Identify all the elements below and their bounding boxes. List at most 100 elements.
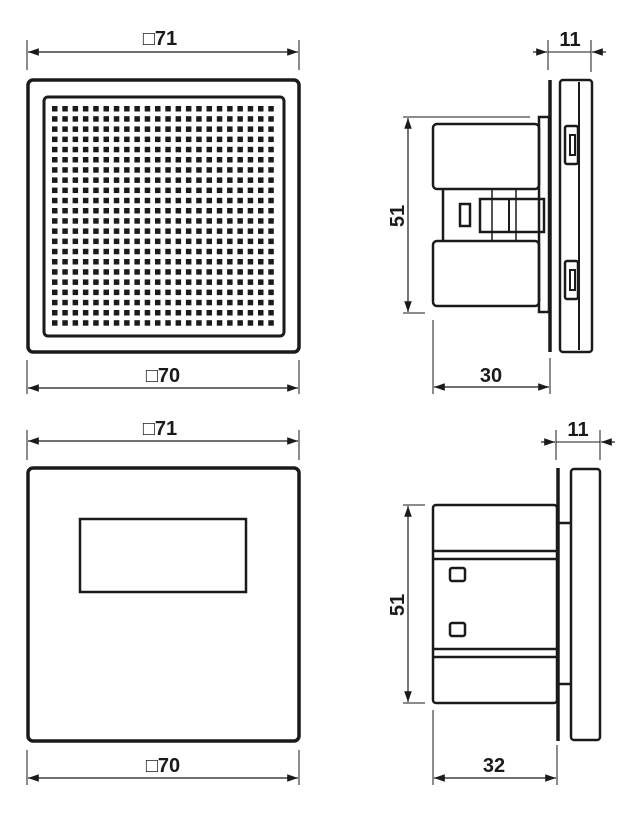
grille-hole	[206, 106, 212, 112]
grille-hole	[93, 299, 99, 306]
grille-hole	[93, 248, 99, 255]
grille-hole	[93, 259, 99, 265]
grille-hole	[134, 157, 140, 163]
grille-hole	[175, 218, 182, 224]
grille-hole	[268, 299, 274, 306]
grille-hole	[72, 269, 79, 275]
grille-hole	[124, 167, 130, 173]
grille-hole	[258, 218, 264, 224]
grille-hole	[52, 289, 58, 296]
grille-hole	[134, 187, 140, 194]
grille-hole	[144, 310, 151, 316]
grille-hole	[268, 218, 274, 224]
grille-hole	[113, 116, 120, 122]
grille-hole	[103, 289, 109, 296]
speaker-grille	[52, 106, 274, 326]
grille-hole	[52, 126, 58, 132]
grille-hole	[175, 177, 182, 183]
grille-hole	[144, 279, 151, 285]
grille-hole	[206, 259, 212, 265]
grille-hole	[62, 167, 68, 173]
grille-hole	[93, 218, 99, 224]
grille-hole	[62, 228, 68, 234]
grille-hole	[268, 259, 274, 265]
grille-hole	[196, 157, 202, 163]
grille-hole	[247, 299, 254, 306]
grille-hole	[62, 238, 68, 245]
grille-hole	[113, 167, 120, 173]
grille-hole	[268, 106, 274, 112]
grille-hole	[134, 208, 140, 214]
grille-hole	[72, 238, 79, 245]
grille-hole	[165, 157, 171, 163]
grille-hole	[113, 218, 120, 224]
grille-hole	[82, 187, 89, 194]
grille-hole	[196, 279, 202, 285]
speaker-plate	[42, 95, 286, 338]
grille-hole	[155, 197, 161, 204]
grille-hole	[206, 218, 212, 224]
grille-hole	[196, 197, 202, 204]
grille-hole	[103, 126, 109, 132]
grille-hole	[175, 299, 182, 306]
grille-hole	[62, 106, 68, 112]
grille-hole	[196, 218, 202, 224]
grille-hole	[237, 197, 243, 204]
grille-hole	[62, 208, 68, 214]
dimension-label-30: 30	[480, 365, 502, 387]
grille-hole	[72, 299, 79, 306]
grille-hole	[93, 279, 99, 285]
dimension-label-51: 51	[387, 205, 409, 227]
grille-hole	[103, 208, 109, 214]
grille-hole	[144, 259, 151, 265]
grille-hole	[113, 187, 120, 194]
grille-hole	[93, 208, 99, 214]
grille-hole	[227, 126, 233, 132]
grille-hole	[155, 238, 161, 245]
grille-hole	[227, 187, 233, 194]
grille-hole	[52, 269, 58, 275]
grille-hole	[185, 187, 192, 194]
grille-hole	[144, 228, 151, 234]
grille-hole	[175, 279, 182, 285]
grille-hole	[72, 167, 79, 173]
grille-hole	[185, 228, 192, 234]
dimension-label-71: □71	[143, 28, 177, 50]
grille-hole	[144, 167, 151, 173]
grille-hole	[175, 106, 182, 112]
grille-hole	[134, 279, 140, 285]
grille-hole	[103, 146, 109, 153]
grille-hole	[165, 106, 171, 112]
outer-frame	[26, 466, 301, 743]
grille-hole	[268, 238, 274, 245]
grille-hole	[124, 208, 130, 214]
grille-hole	[103, 106, 109, 112]
grille-hole	[196, 269, 202, 275]
grille-hole	[144, 320, 151, 326]
grille-hole	[134, 248, 140, 255]
grille-hole	[247, 248, 254, 255]
grille-hole	[206, 167, 212, 173]
grille-hole	[72, 279, 79, 285]
grille-hole	[216, 106, 223, 112]
outer-frame	[26, 78, 301, 354]
grille-hole	[196, 259, 202, 265]
grille-hole	[216, 248, 223, 255]
grille-hole	[124, 157, 130, 163]
grille-hole	[268, 269, 274, 275]
grille-hole	[175, 208, 182, 214]
grille-hole	[175, 187, 182, 194]
grille-hole	[247, 238, 254, 245]
grille-hole	[82, 228, 89, 234]
grille-hole	[258, 208, 264, 214]
grille-hole	[144, 238, 151, 245]
grille-hole	[247, 208, 254, 214]
grille-hole	[247, 177, 254, 183]
grille-hole	[103, 248, 109, 255]
grille-hole	[93, 269, 99, 275]
grille-hole	[124, 106, 130, 112]
grille-hole	[165, 228, 171, 234]
grille-hole	[227, 238, 233, 245]
grille-hole	[268, 157, 274, 163]
grille-hole	[237, 279, 243, 285]
